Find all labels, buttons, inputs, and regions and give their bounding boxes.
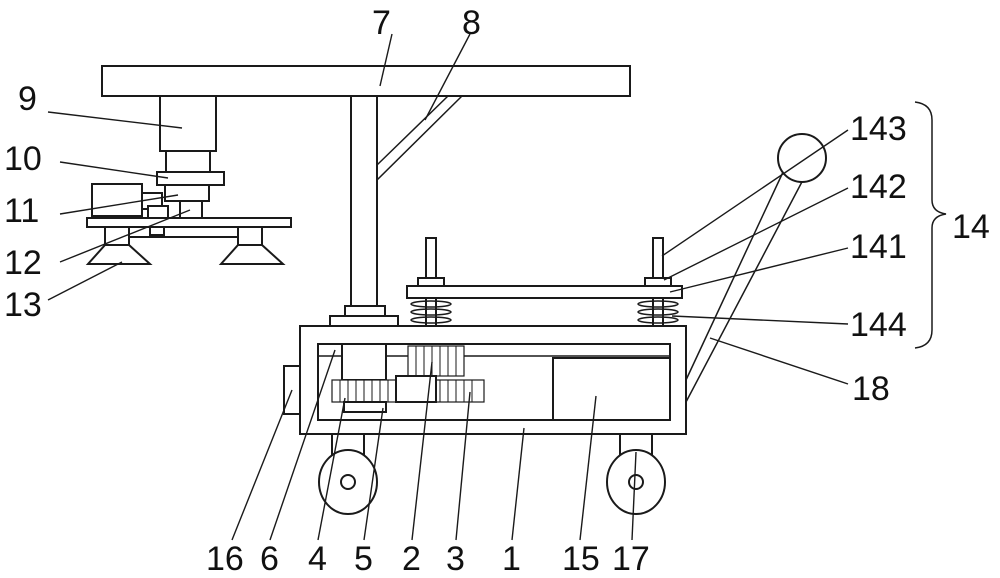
suction-plate	[86, 217, 292, 228]
clamp-plate-141	[406, 285, 683, 299]
label-7: 7	[372, 4, 391, 42]
frame-fitting	[149, 226, 165, 236]
brace-line-a	[376, 95, 449, 166]
cup-stem-right	[237, 226, 263, 246]
top-beam	[101, 65, 631, 97]
wheel-axle-right	[628, 474, 644, 490]
handle-knob	[777, 133, 827, 183]
suction-cup-left	[85, 244, 153, 265]
rod-lower-right	[652, 297, 664, 327]
nut-left	[417, 277, 445, 287]
brace-line-b	[376, 95, 463, 181]
suction-cup-right	[218, 244, 286, 265]
gear-2-teeth	[415, 346, 457, 376]
rod-lower-left	[425, 297, 437, 327]
spring-left	[410, 300, 452, 324]
controller-box	[552, 357, 671, 421]
label-8: 8	[462, 4, 481, 42]
cylinder-body	[159, 95, 217, 152]
handle-bar-b	[685, 177, 805, 403]
gear-bearing-5	[343, 401, 387, 413]
label-141: 141	[850, 228, 907, 266]
label-142: 142	[850, 168, 907, 206]
small-gear-11	[147, 205, 169, 219]
label-6: 6	[260, 540, 279, 578]
label-2: 2	[402, 540, 421, 578]
label-3: 3	[446, 540, 465, 578]
drive-motor-6	[341, 343, 387, 381]
rotary-shaft	[179, 200, 203, 219]
label-4: 4	[308, 540, 327, 578]
label-14: 14	[952, 208, 990, 246]
wheel-axle-left	[340, 474, 356, 490]
group-brace-14	[914, 101, 947, 349]
cylinder-rod	[165, 150, 211, 174]
label-16: 16	[206, 540, 244, 578]
connector-block	[164, 184, 210, 202]
label-12: 12	[4, 244, 42, 282]
motor-body	[91, 183, 143, 217]
label-143: 143	[850, 110, 907, 148]
label-5: 5	[354, 540, 373, 578]
vertical-column	[350, 95, 378, 307]
handle-bar-a	[685, 169, 785, 381]
label-11: 11	[4, 192, 39, 230]
label-1: 1	[502, 540, 521, 578]
label-144: 144	[850, 306, 907, 344]
label-9: 9	[18, 80, 37, 118]
label-18: 18	[852, 370, 890, 408]
label-17: 17	[612, 540, 650, 578]
driven-gear-2	[407, 345, 465, 377]
label-13: 13	[4, 286, 42, 324]
leader-lines	[47, 33, 849, 541]
label-15: 15	[562, 540, 600, 578]
label-10: 10	[4, 140, 42, 178]
spring-right	[637, 300, 679, 324]
suction-frame	[117, 226, 251, 238]
